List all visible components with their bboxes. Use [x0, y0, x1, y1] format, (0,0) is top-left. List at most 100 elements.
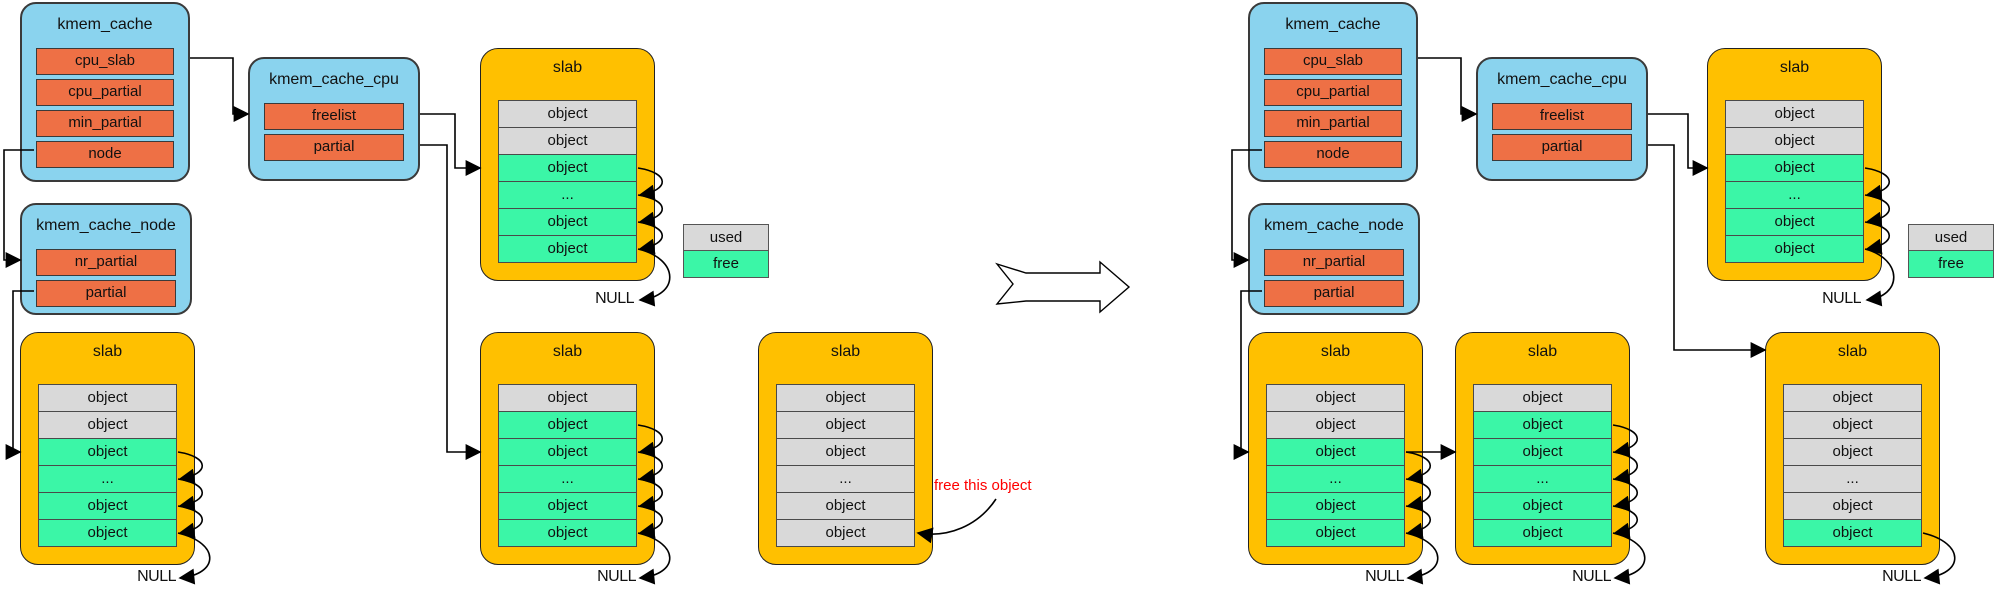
slab-object-free: object — [498, 492, 637, 520]
slab-object-free: object — [498, 208, 637, 236]
slab-object-free: object — [1783, 519, 1922, 547]
slab-object-used: object — [1725, 127, 1864, 155]
kmem-cache-node-box-right: kmem_cache_node nr_partial partial — [1248, 203, 1420, 315]
slab-object-used: object — [498, 384, 637, 412]
legend-free: free — [683, 250, 769, 278]
slab-object-used: object — [1783, 492, 1922, 520]
slab-object-used: object — [776, 411, 915, 439]
freelist-pointer-left — [420, 113, 482, 176]
slab-object-used: object — [1783, 411, 1922, 439]
field-partial: partial — [1264, 280, 1404, 307]
transition-arrow — [995, 260, 1131, 314]
slab-object-free: object — [38, 519, 177, 547]
cpu-slab-pointer-right — [1418, 57, 1478, 122]
slab-title: slab — [552, 343, 583, 360]
slab-title: slab — [1320, 343, 1351, 360]
slab-object-free: object — [1725, 154, 1864, 182]
free-this-object-label: free this object — [934, 477, 1032, 494]
field-cpu-slab: cpu_slab — [1264, 48, 1402, 75]
field-nr-partial: nr_partial — [36, 249, 176, 276]
slab-object-free: object — [1266, 438, 1405, 466]
legend-used: used — [683, 223, 769, 252]
slab-title: slab — [1527, 343, 1558, 360]
field-cpu-partial: cpu_partial — [36, 79, 174, 106]
slab-object-free: object — [1473, 519, 1612, 547]
field-min-partial: min_partial — [36, 110, 174, 137]
field-cpu-slab: cpu_slab — [36, 48, 174, 75]
slab-object-used: object — [1266, 384, 1405, 412]
field-partial: partial — [264, 134, 404, 161]
slab-title: slab — [1779, 59, 1810, 76]
slab-object-free: object — [1266, 519, 1405, 547]
struct-title: kmem_cache_node — [36, 217, 176, 234]
field-min-partial: min_partial — [1264, 110, 1402, 137]
null-label: NULL — [1365, 568, 1404, 585]
slab-object-used: object — [776, 384, 915, 412]
slab-object-free: object — [498, 438, 637, 466]
slab-object-used: object — [498, 127, 637, 155]
slab-object-used: object — [1783, 384, 1922, 412]
field-freelist: freelist — [264, 103, 404, 130]
slab-title: slab — [552, 59, 583, 76]
slab-object-used: object — [776, 519, 915, 547]
slab-object-free: object — [38, 492, 177, 520]
field-node: node — [1264, 141, 1402, 168]
slab-object-used: object — [776, 438, 915, 466]
slab-object-used: ... — [1783, 465, 1922, 493]
struct-title: kmem_cache_cpu — [1497, 71, 1627, 88]
null-label: NULL — [1882, 568, 1921, 585]
null-label: NULL — [595, 290, 634, 307]
field-partial: partial — [36, 280, 176, 307]
slab-object-free: object — [1725, 208, 1864, 236]
legend-left: used free — [683, 223, 769, 278]
slab-object-free: object — [498, 154, 637, 182]
legend-used: used — [1908, 223, 1994, 252]
field-freelist: freelist — [1492, 103, 1632, 130]
slab-title: slab — [1837, 343, 1868, 360]
struct-title: kmem_cache — [1285, 16, 1381, 33]
null-label: NULL — [597, 568, 636, 585]
slab-object-free: object — [1473, 411, 1612, 439]
slab-object-free: object — [1266, 492, 1405, 520]
slab-object-used: object — [38, 411, 177, 439]
slab-object-used: object — [776, 492, 915, 520]
slab-object-used: object — [1725, 100, 1864, 128]
field-node: node — [36, 141, 174, 168]
null-label: NULL — [137, 568, 176, 585]
freelist-pointer-right — [1648, 113, 1709, 176]
field-partial: partial — [1492, 134, 1632, 161]
slab-title: slab — [92, 343, 123, 360]
struct-title: kmem_cache — [57, 16, 153, 33]
cpu-slab-pointer-left — [190, 57, 250, 122]
slab-object-used: object — [38, 384, 177, 412]
slab-object-free: ... — [1725, 181, 1864, 209]
kmem-cache-cpu-box-right: kmem_cache_cpu freelist partial — [1476, 57, 1648, 181]
legend-free: free — [1908, 250, 1994, 278]
slab-object-used: object — [498, 100, 637, 128]
kmem-cache-cpu-box-left: kmem_cache_cpu freelist partial — [248, 57, 420, 181]
slab-object-free: object — [1473, 438, 1612, 466]
slab-object-used: object — [1266, 411, 1405, 439]
slab-object-free: ... — [1266, 465, 1405, 493]
field-nr-partial: nr_partial — [1264, 249, 1404, 276]
legend-right: used free — [1908, 223, 1994, 278]
slab-object-free: ... — [1473, 465, 1612, 493]
slab-object-free: ... — [38, 465, 177, 493]
slab-object-used: object — [1783, 438, 1922, 466]
struct-title: kmem_cache_node — [1264, 217, 1404, 234]
